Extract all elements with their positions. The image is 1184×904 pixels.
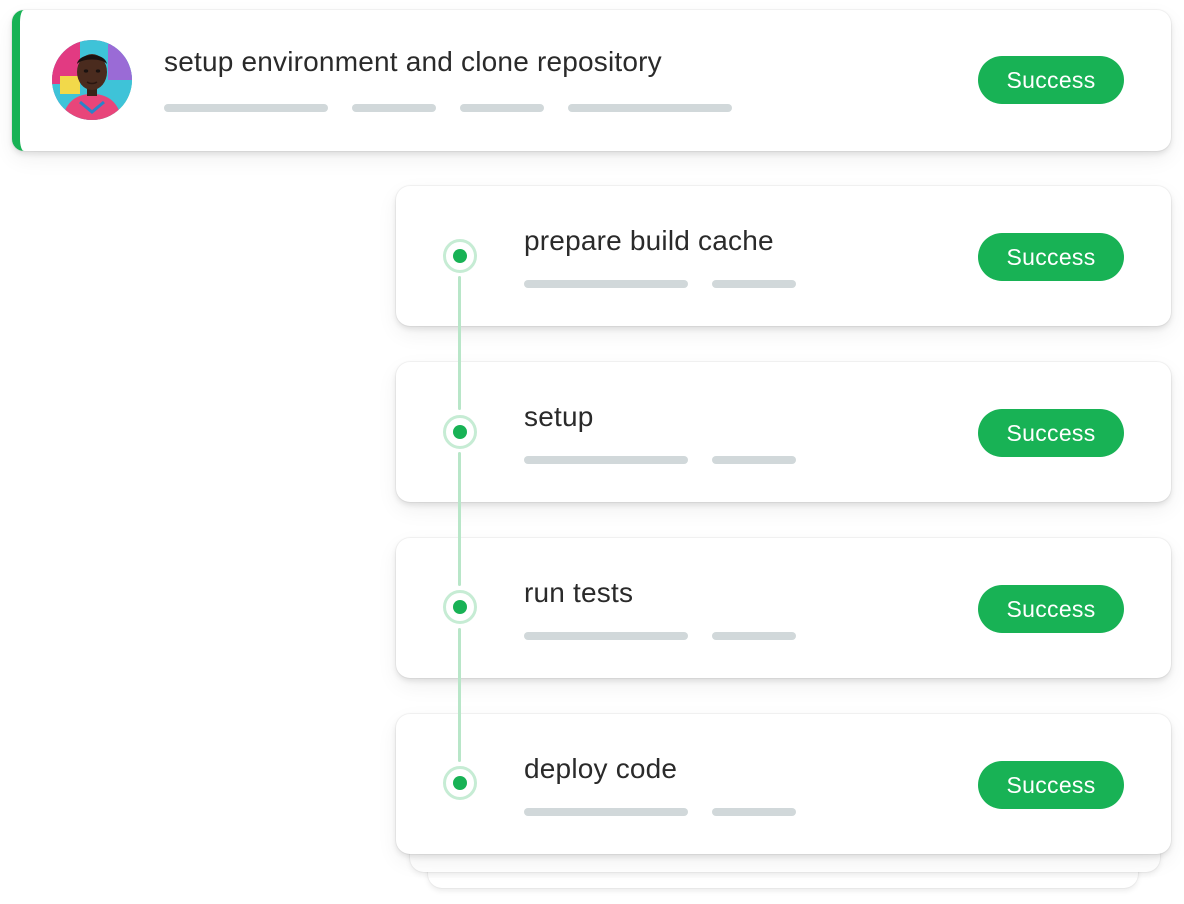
- placeholder-bar: [568, 104, 732, 112]
- step-card-deploy-code[interactable]: deploy code Success: [396, 714, 1171, 854]
- timeline-node-icon: [443, 590, 477, 624]
- placeholder-bar: [712, 632, 796, 640]
- placeholder-bar: [460, 104, 544, 112]
- avatar-icon: [52, 40, 132, 120]
- timeline-connector: [458, 276, 461, 410]
- job-title: setup environment and clone repository: [164, 46, 662, 77]
- status-badge: Success: [978, 409, 1124, 457]
- timeline-node-icon: [443, 239, 477, 273]
- placeholder-bar: [712, 280, 796, 288]
- step-card-setup[interactable]: setup Success: [396, 362, 1171, 502]
- placeholder-bar: [352, 104, 436, 112]
- status-badge: Success: [978, 761, 1124, 809]
- status-badge: Success: [978, 233, 1124, 281]
- placeholder-bar: [524, 808, 688, 816]
- step-title: deploy code: [524, 753, 678, 784]
- step-card-run-tests[interactable]: run tests Success: [396, 538, 1171, 678]
- placeholder-bar: [712, 808, 796, 816]
- user-avatar: [52, 40, 132, 120]
- placeholder-bar: [524, 280, 688, 288]
- step-title: setup: [524, 401, 594, 432]
- placeholder-bar: [524, 456, 688, 464]
- step-title: run tests: [524, 577, 634, 608]
- main-job-card[interactable]: setup environment and clone repository S…: [12, 10, 1171, 151]
- timeline-node-icon: [443, 415, 477, 449]
- status-badge: Success: [978, 585, 1124, 633]
- step-title: prepare build cache: [524, 225, 774, 256]
- timeline-connector: [458, 628, 461, 762]
- timeline-node-icon: [443, 766, 477, 800]
- placeholder-bar: [712, 456, 796, 464]
- placeholder-bar: [164, 104, 328, 112]
- step-card-prepare-build-cache[interactable]: prepare build cache Success: [396, 186, 1171, 326]
- placeholder-bar: [524, 632, 688, 640]
- status-badge: Success: [978, 56, 1124, 104]
- timeline-connector: [458, 452, 461, 586]
